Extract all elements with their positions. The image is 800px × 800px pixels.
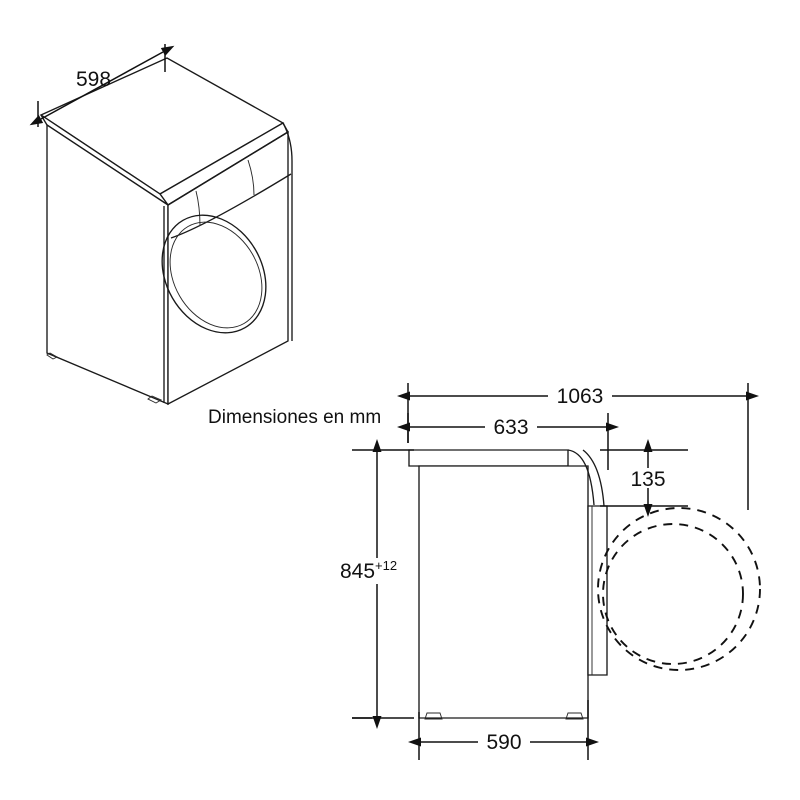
dim-label-845-value: 845 bbox=[340, 560, 375, 583]
dim-label-590: 590 bbox=[486, 731, 521, 754]
side-top-lid bbox=[408, 449, 569, 467]
dim-label-633: 633 bbox=[493, 416, 528, 439]
side-elevation-view: 1063 633 135 bbox=[336, 383, 761, 760]
side-lid-front-slope bbox=[567, 449, 595, 506]
side-foot-right bbox=[565, 712, 584, 720]
door-outer-ring-icon bbox=[161, 214, 267, 334]
dim-label-1063: 1063 bbox=[557, 385, 604, 408]
dimension-135: 135 bbox=[600, 439, 688, 517]
iso-control-band-right-divider bbox=[247, 159, 255, 196]
side-lid-front-slope-inner bbox=[582, 449, 605, 507]
dim-label-1063-backing bbox=[548, 384, 612, 408]
iso-door-porthole bbox=[161, 214, 267, 334]
iso-control-panel-band bbox=[167, 131, 289, 206]
iso-control-panel-lower-edge bbox=[170, 173, 292, 239]
dim-label-135: 135 bbox=[630, 468, 665, 491]
dim-line-598 bbox=[29, 45, 175, 126]
units-note: Dimensiones en mm bbox=[208, 407, 381, 428]
iso-cabinet-corner-radius bbox=[282, 122, 293, 341]
door-swing-inner-circle bbox=[602, 523, 744, 665]
dim-label-845-backing bbox=[336, 558, 412, 584]
dimension-1063: 1063 bbox=[397, 383, 759, 510]
dim-label-633-backing bbox=[485, 415, 537, 439]
door-swing-outer-circle bbox=[597, 507, 761, 671]
dimension-590: 590 bbox=[408, 700, 599, 760]
dim-label-590-backing bbox=[478, 730, 530, 754]
iso-foot-rear-left bbox=[46, 352, 59, 360]
dimension-845: 845+12 bbox=[336, 439, 414, 729]
door-inner-ring-icon bbox=[169, 221, 263, 329]
side-cabinet-body bbox=[418, 465, 589, 719]
side-foot-left bbox=[424, 712, 443, 720]
side-door-panel bbox=[587, 505, 608, 676]
dim-label-845-superscript: +12 bbox=[375, 558, 397, 573]
dim-label-598: 598 bbox=[76, 68, 111, 91]
dim-label-845: 845+12 bbox=[340, 558, 397, 583]
isometric-view: 598 bbox=[29, 44, 293, 406]
iso-foot-front-left bbox=[147, 395, 163, 404]
dimension-633: 633 bbox=[397, 413, 619, 470]
iso-detergent-drawer-divider bbox=[195, 190, 201, 227]
dimension-598: 598 bbox=[29, 44, 175, 127]
